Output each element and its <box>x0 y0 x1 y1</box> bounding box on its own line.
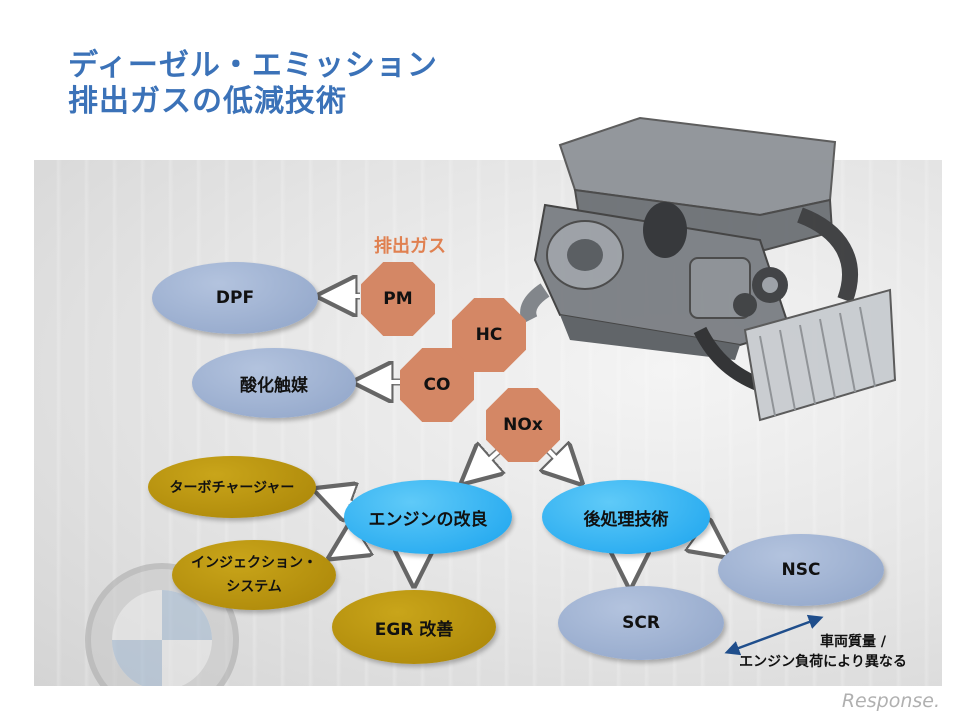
tech-nsc: NSC <box>718 534 884 606</box>
tech-injection-label-line2: システム <box>226 579 282 595</box>
pollutant-pm: PM <box>361 262 435 336</box>
pollutant-nox: NOx <box>486 388 560 462</box>
tech-scr: SCR <box>558 586 724 660</box>
tech-nsc-label: NSC <box>781 560 821 580</box>
slide-title-line1: ディーゼル・エミッション <box>68 48 438 83</box>
tech-turbocharger-label: ターボチャージャー <box>169 480 295 496</box>
tech-injection-label-line1: インジェクション・ <box>191 555 317 571</box>
tech-egr-label: EGR 改善 <box>374 619 454 640</box>
response-watermark: Response. <box>841 690 940 712</box>
tech-aftertreatment: 後処理技術 <box>542 480 710 554</box>
tech-scr-label: SCR <box>622 613 660 633</box>
pollutant-hc: HC <box>452 298 526 372</box>
pollutant-co: CO <box>400 348 474 422</box>
pollutant-co-label: CO <box>423 375 451 395</box>
tech-dpf: DPF <box>152 262 318 334</box>
slide-title-line2: 排出ガスの低減技術 <box>68 84 347 119</box>
pollutant-hc-label: HC <box>475 325 503 345</box>
tech-oxidation-catalyst-label: 酸化触媒 <box>240 375 308 396</box>
pollutant-nox-label: NOx <box>503 415 543 435</box>
vehicle-mass-note-line2: エンジン負荷により異なる <box>739 654 907 670</box>
tech-oxidation-catalyst: 酸化触媒 <box>192 348 356 418</box>
pollutant-pm-label: PM <box>383 289 413 309</box>
tech-engine-improvement-label: エンジンの改良 <box>368 509 488 530</box>
vehicle-mass-note: 車両質量 / エンジン負荷により異なる <box>718 632 928 672</box>
tech-engine-improvement: エンジンの改良 <box>344 480 512 554</box>
tech-turbocharger: ターボチャージャー <box>148 456 316 518</box>
tech-aftertreatment-label: 後処理技術 <box>583 509 669 530</box>
tech-injection-system: インジェクション・ システム <box>172 540 336 610</box>
tech-dpf-label: DPF <box>215 288 255 308</box>
exhaust-gas-label: 排出ガス <box>374 236 446 257</box>
slide-title: ディーゼル・エミッション 排出ガスの低減技術 <box>68 48 438 120</box>
vehicle-mass-note-line1: 車両質量 / <box>820 634 886 650</box>
tech-egr: EGR 改善 <box>332 590 496 664</box>
arrow-double-note <box>724 614 824 656</box>
